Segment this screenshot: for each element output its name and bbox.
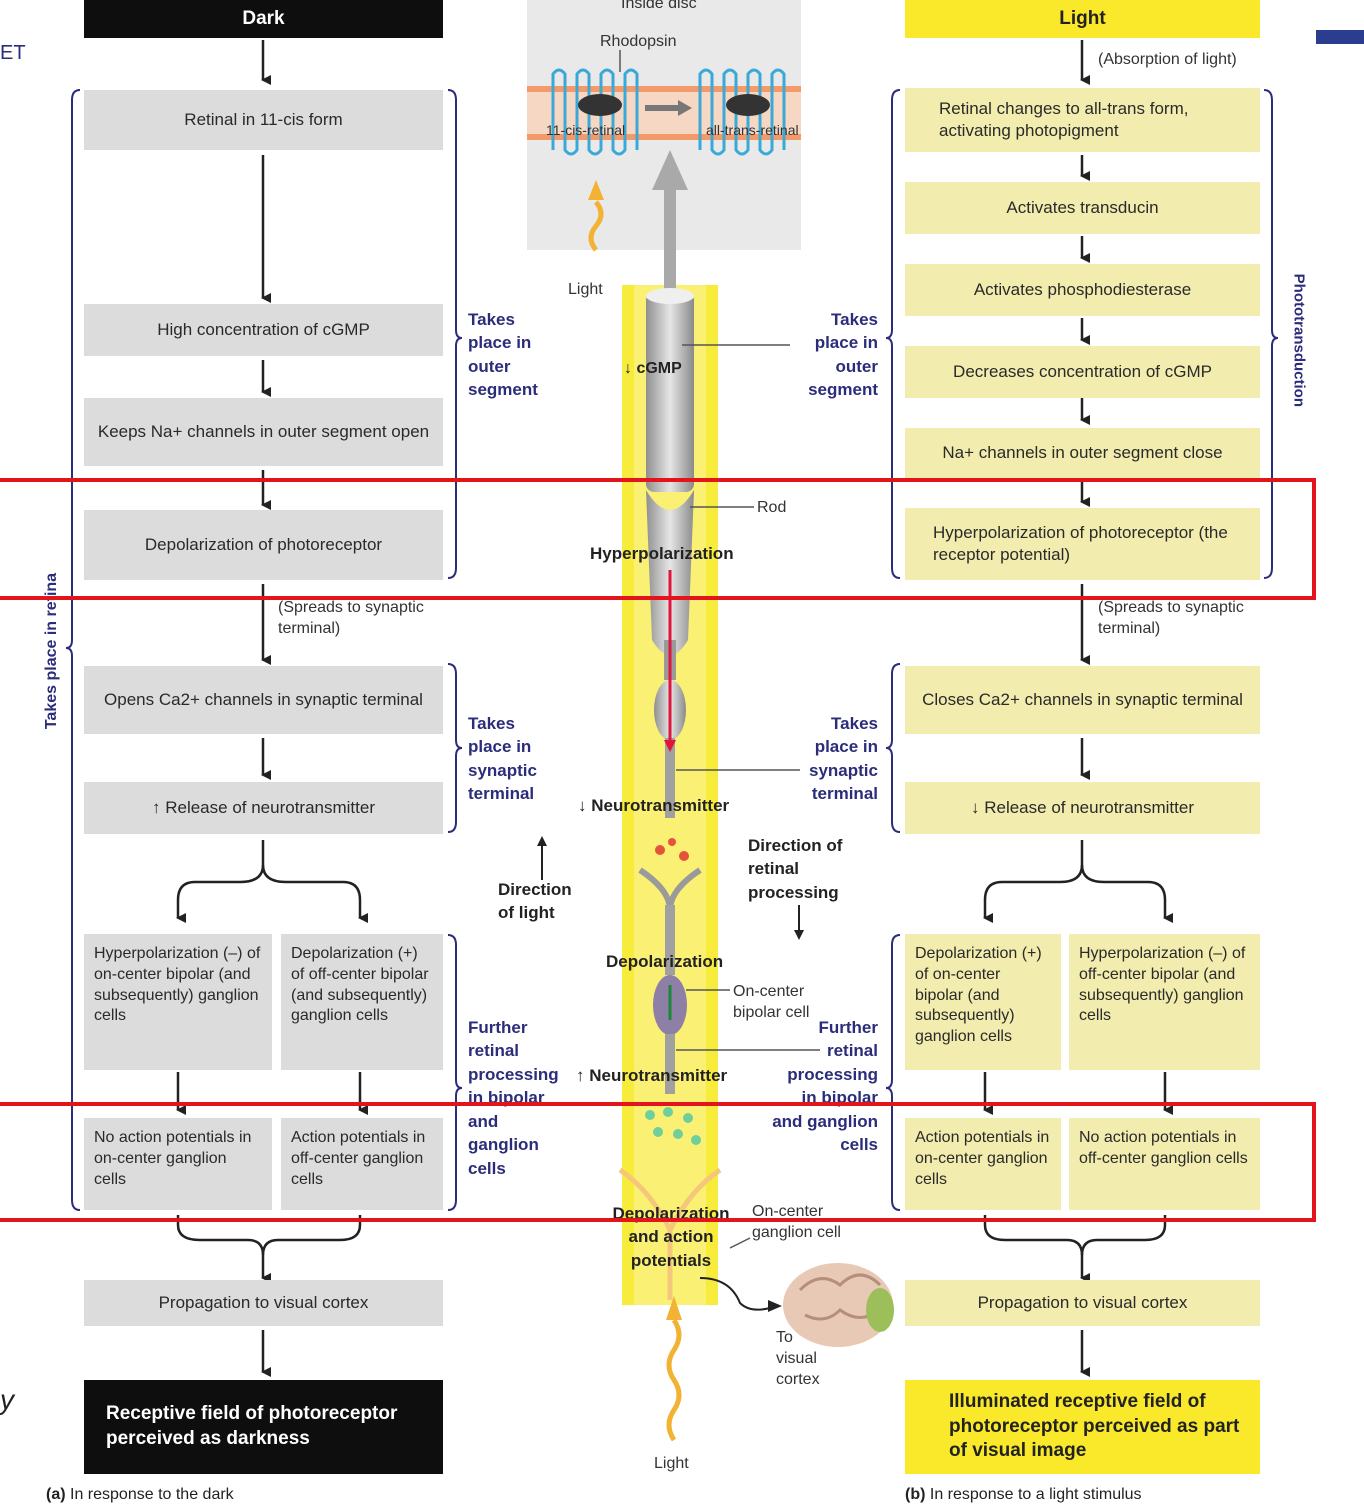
step-phosphodiesterase: Activates phosphodiesterase (905, 264, 1260, 316)
light-top-label: Light (568, 281, 603, 298)
step-high-cgmp: High concentration of cGMP (84, 304, 443, 356)
spreads-right: (Spreads to synaptic terminal) (1098, 599, 1244, 637)
edge-text-italic: y (0, 1384, 14, 1415)
brace-outer-left: Takes place in outer segment (468, 310, 538, 400)
rod-label: Rod (757, 499, 787, 516)
direction-of-light-label: Direction of light (498, 880, 572, 923)
propagation-left: Propagation to visual cortex (84, 1280, 443, 1326)
rhodopsin-icon (551, 68, 786, 156)
neurotransmitter-down-label: ↓ Neurotransmitter (578, 796, 730, 815)
step-opens-ca: Opens Ca2+ channels in synaptic terminal (84, 666, 443, 734)
step-closes-ca: Closes Ca2+ channels in synaptic termina… (905, 666, 1260, 734)
step-release-down: ↓ Release of neurotransmitter (905, 782, 1260, 834)
on-center-bipolar-label: On-center bipolar cell (733, 983, 810, 1021)
ap-none-off: No action potentials in off-center gangl… (1069, 1118, 1260, 1210)
step-hyperpolarization: Hyperpolarization of photoreceptor (the … (905, 508, 1260, 580)
ap-on: Action potentials in on-center ganglion … (905, 1118, 1061, 1210)
dark-header: Dark (84, 0, 443, 38)
step-release-up: ↑ Release of neurotransmitter (84, 782, 443, 834)
caption-b: (b) In response to a light stimulus (905, 1486, 1142, 1503)
final-dark: Receptive field of photoreceptor perceiv… (84, 1380, 443, 1474)
split-hyper-on: Hyperpolarization (–) of on-center bipol… (84, 934, 272, 1070)
direction-processing-label: Direction of retinal processing (748, 836, 843, 902)
hyperpolarization-label: Hyperpolarization (590, 544, 734, 563)
step-depolarization: Depolarization of photoreceptor (84, 510, 443, 580)
edge-text-left: ET (0, 42, 26, 64)
brace-synaptic-right: Takes place in synaptic terminal (809, 714, 878, 804)
ap-none-on: No action potentials in on-center gangli… (84, 1118, 272, 1210)
brain-icon (783, 1263, 894, 1347)
brace-further-left: Further retinal processing in bipolar an… (468, 1018, 559, 1178)
propagation-right: Propagation to visual cortex (905, 1280, 1260, 1326)
rhodopsin-label: Rhodopsin (600, 33, 677, 50)
split-depol-on: Depolarization (+) of on-center bipolar … (905, 934, 1061, 1070)
ap-off: Action potentials in off-center ganglion… (281, 1118, 443, 1210)
on-center-ganglion-label: On-center ganglion cell (752, 1203, 841, 1241)
bipolar-cell (638, 867, 702, 1094)
inside-disc-label: Inside disc (621, 0, 697, 12)
brace-synaptic-left: Takes place in synaptic terminal (468, 714, 537, 804)
cis-retinal-label: 11-cis-retinal (546, 122, 626, 138)
rod-cell (646, 288, 694, 818)
final-light: Illuminated receptive field of photorece… (905, 1380, 1260, 1474)
brace-outer-right: Takes place in outer segment (808, 310, 878, 400)
split-hyper-off: Hyperpolarization (–) of off-center bipo… (1069, 934, 1260, 1070)
neurotransmitter-up-label: ↑ Neurotransmitter (576, 1066, 728, 1085)
step-na-open: Keeps Na+ channels in outer segment open (84, 398, 443, 466)
absorption-label: (Absorption of light) (1098, 51, 1237, 68)
spreads-left: (Spreads to synaptic terminal) (278, 599, 424, 637)
cgmp-label: ↓ cGMP (624, 360, 682, 377)
phototransduction-label: Phototransduction (1290, 273, 1308, 407)
depolarization-label: Depolarization (606, 952, 724, 971)
step-na-close: Na+ channels in outer segment close (905, 428, 1260, 478)
trans-retinal-label: all-trans-retinal (706, 122, 799, 138)
to-visual-cortex-label: To visual cortex (776, 1329, 820, 1388)
light-bottom-label: Light (654, 1455, 689, 1472)
highlight-action-potential-row (0, 1102, 1316, 1222)
step-decrease-cgmp: Decreases concentration of cGMP (905, 346, 1260, 398)
light-header: Light (905, 0, 1260, 38)
retina-label: Takes place in retina (42, 572, 60, 730)
step-transducin: Activates transducin (905, 182, 1260, 234)
caption-a: (a) In response to the dark (46, 1486, 234, 1503)
step-11-cis: Retinal in 11-cis form (84, 90, 443, 150)
split-depol-off: Depolarization (+) of off-center bipolar… (281, 934, 443, 1070)
highlight-hyperpolarization-row (0, 478, 1316, 600)
step-all-trans: Retinal changes to all-trans form, activ… (905, 88, 1260, 152)
